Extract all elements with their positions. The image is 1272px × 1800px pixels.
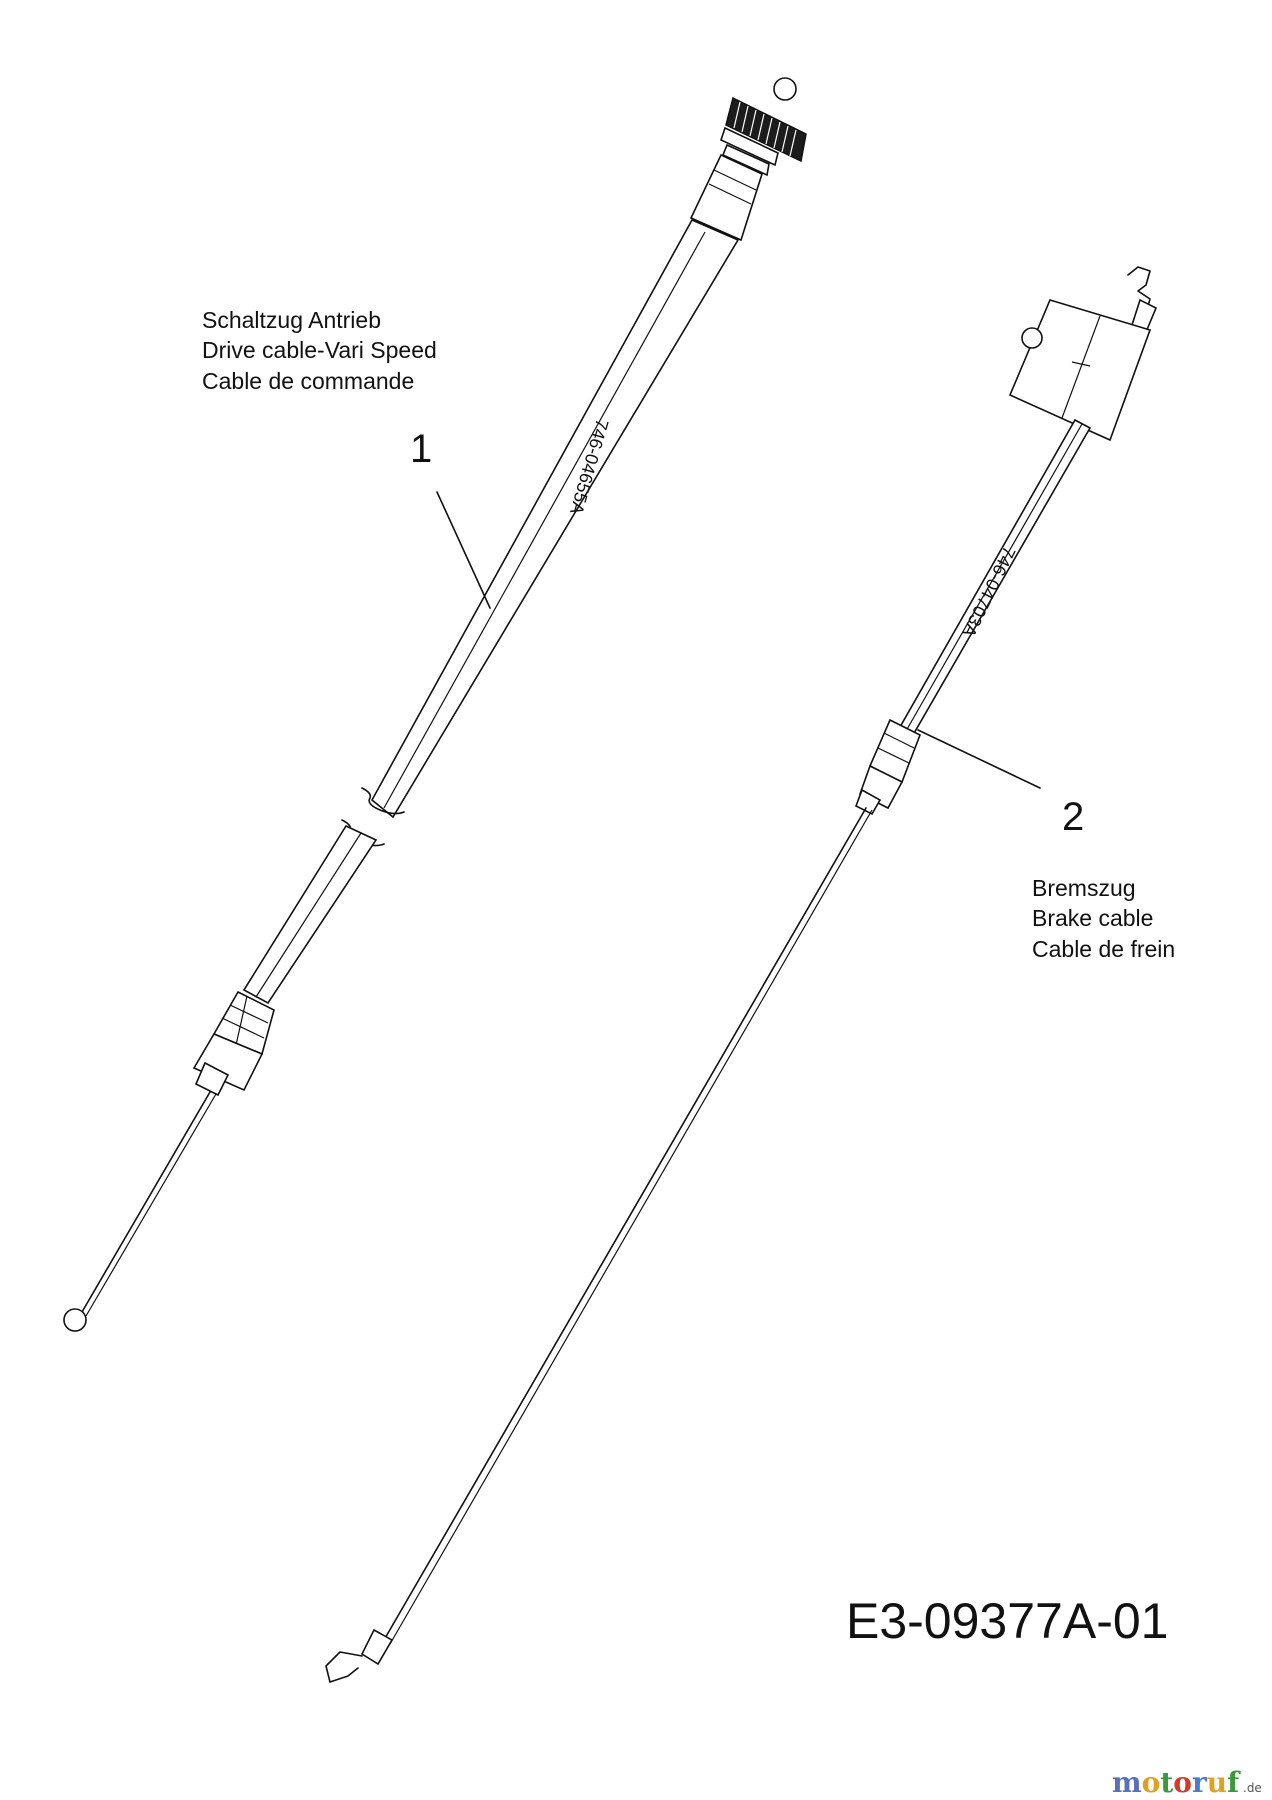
brake-cable-ferrule	[854, 718, 922, 816]
drive-cable-drawing	[63, 77, 807, 1332]
leader-line-1	[436, 491, 491, 609]
part-code-label-2: 746-04703A	[958, 543, 1019, 640]
part-1-name-en: Drive cable-Vari Speed	[202, 337, 437, 363]
part-1-name-de: Schaltzug Antrieb	[202, 307, 381, 333]
drive-cable-inner-wire	[81, 1091, 211, 1313]
part-2-name-fr: Cable de frein	[1032, 936, 1175, 962]
callout-number-1: 1	[410, 427, 432, 471]
drive-cable-knurled-knob	[725, 96, 807, 163]
drive-cable-break-mark-top	[361, 787, 405, 815]
drive-cable-washer	[720, 126, 779, 167]
drive-cable-end-ball	[63, 1308, 87, 1332]
drive-cable-housing	[689, 153, 763, 242]
brake-cable-inner-wire	[383, 807, 867, 1641]
drive-cable-sheath-upper	[370, 218, 740, 819]
callout-number-2: 2	[1062, 795, 1084, 839]
brake-cable-top-hook	[1127, 266, 1151, 314]
leader-line-2	[917, 729, 1041, 789]
drive-cable-nut	[721, 143, 770, 177]
drive-cable-sheath-lower	[242, 824, 378, 1005]
drive-cable-top-ball	[773, 77, 797, 101]
part-1-description: Schaltzug Antrieb Drive cable-Vari Speed…	[202, 307, 437, 394]
part-2-name-de: Bremszug	[1032, 875, 1136, 901]
brake-cable-drawing	[325, 266, 1158, 1683]
brake-cable-bracket	[1008, 299, 1152, 442]
drive-cable-ferrule	[192, 990, 275, 1097]
brake-cable-end-hook	[325, 1651, 363, 1683]
part-2-description: Bremszug Brake cable Cable de frein	[1032, 875, 1175, 962]
part-2-name-en: Brake cable	[1032, 905, 1153, 931]
part-1-name-fr: Cable de commande	[202, 368, 414, 394]
svg-text:.de: .de	[1243, 1781, 1262, 1795]
drawing-code: E3-09377A-01	[846, 1593, 1168, 1649]
svg-text:motoruf: motoruf	[1112, 1766, 1241, 1799]
brake-cable-end-crimp	[360, 1628, 394, 1666]
watermark-logo: motoruf .de	[1112, 1766, 1262, 1799]
